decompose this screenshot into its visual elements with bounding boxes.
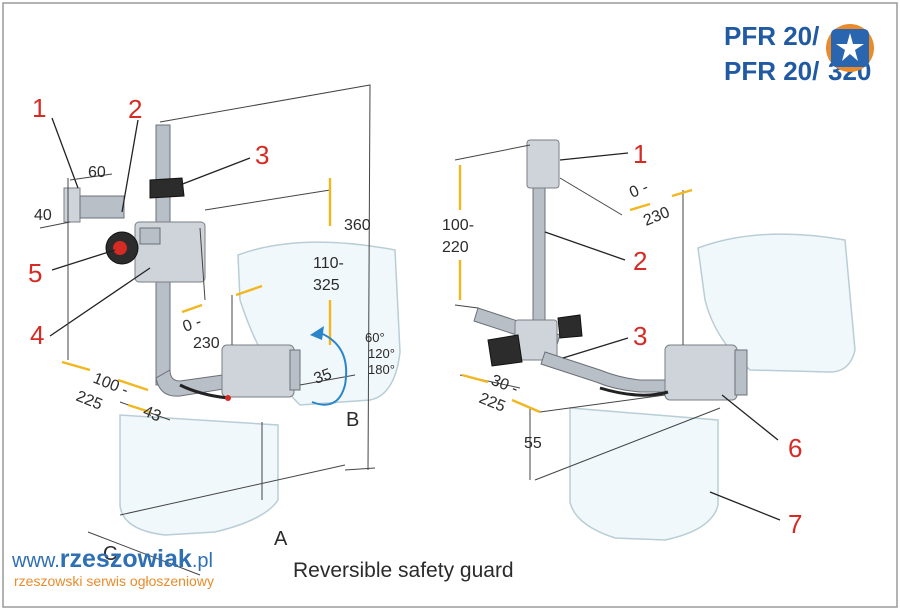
watermark-tld: .pl	[192, 550, 213, 572]
right-head-block	[664, 344, 738, 401]
right-knob-upper	[557, 314, 583, 339]
brand-logo-icon	[826, 24, 874, 72]
left-dim-43: 43	[141, 403, 164, 425]
left-angle-60: 60°	[365, 330, 385, 345]
left-callout-4: 4	[30, 320, 44, 350]
left-dim-110: 110-	[313, 255, 344, 272]
left-dim-60: 60	[88, 164, 106, 181]
left-knob-3	[149, 177, 185, 199]
left-knob-5-cap	[113, 241, 127, 255]
caption: Reversible safety guard	[293, 559, 514, 582]
left-view: 1 2 3 4 5 60 40 360 110- 325 0	[28, 84, 401, 576]
rotation-arrow-icon	[311, 331, 348, 406]
right-guard-lower	[569, 407, 719, 541]
left-dim-230: 230	[193, 335, 220, 352]
left-label-c: C	[103, 543, 117, 565]
left-head-side	[289, 349, 301, 391]
right-callout-3: 3	[633, 321, 647, 351]
right-head-side	[734, 349, 748, 396]
left-label-a: A	[274, 528, 288, 550]
right-view: 1 2 3 6 7 100- 220 0 - 230 30 - 225 55	[442, 139, 856, 541]
watermark-www: www.	[11, 550, 60, 572]
left-mount-plate	[63, 187, 81, 223]
left-dim-0: 0 -	[181, 313, 204, 335]
right-guard-screen	[697, 233, 856, 373]
left-dim-360: 360	[344, 217, 371, 234]
right-callout-2: 2	[633, 246, 647, 276]
left-angle-180: 180°	[368, 362, 395, 377]
right-callout-7: 7	[788, 509, 802, 539]
left-callout-5: 5	[28, 258, 42, 288]
right-callout-1: 1	[633, 139, 647, 169]
left-dim-35: 35	[312, 366, 335, 388]
left-clamp-detail	[139, 227, 161, 245]
left-label-b: B	[346, 409, 359, 431]
right-callout-6: 6	[788, 433, 802, 463]
left-mount-arm	[79, 195, 125, 219]
left-head-block	[221, 344, 295, 398]
left-callout-3: 3	[255, 140, 269, 170]
left-cable	[179, 383, 229, 400]
right-cable	[599, 386, 669, 397]
left-callout-1: 1	[32, 93, 46, 123]
left-guard-screen	[119, 414, 279, 536]
left-callout-2: 2	[128, 94, 142, 124]
right-top-block	[526, 139, 560, 189]
watermark-tagline: rzeszowski serwis ogłoszeniowy	[14, 573, 214, 589]
right-dim-100: 100-	[442, 217, 474, 234]
right-dim-230: 230	[641, 204, 672, 230]
left-elbow	[155, 369, 231, 397]
watermark-brand: rzeszowiak	[60, 545, 192, 573]
left-dim-40: 40	[34, 207, 52, 224]
left-dim-325: 325	[313, 277, 340, 294]
model-title-line1: PFR 20/	[724, 21, 819, 51]
left-angle-120: 120°	[368, 346, 395, 361]
right-dim-225: 225	[477, 390, 508, 416]
left-dim-225: 225	[74, 388, 105, 414]
watermark-url: www.rzeszowiak.pl	[11, 545, 213, 573]
right-dim-220: 220	[442, 239, 469, 256]
right-dim-0: 0 -	[627, 179, 651, 202]
right-dim-55: 55	[524, 435, 542, 452]
right-extension-arm	[540, 351, 666, 393]
left-cable-end	[225, 395, 231, 401]
model-title-line2: PFR 20/	[724, 56, 819, 86]
right-knob-lower	[487, 334, 523, 367]
